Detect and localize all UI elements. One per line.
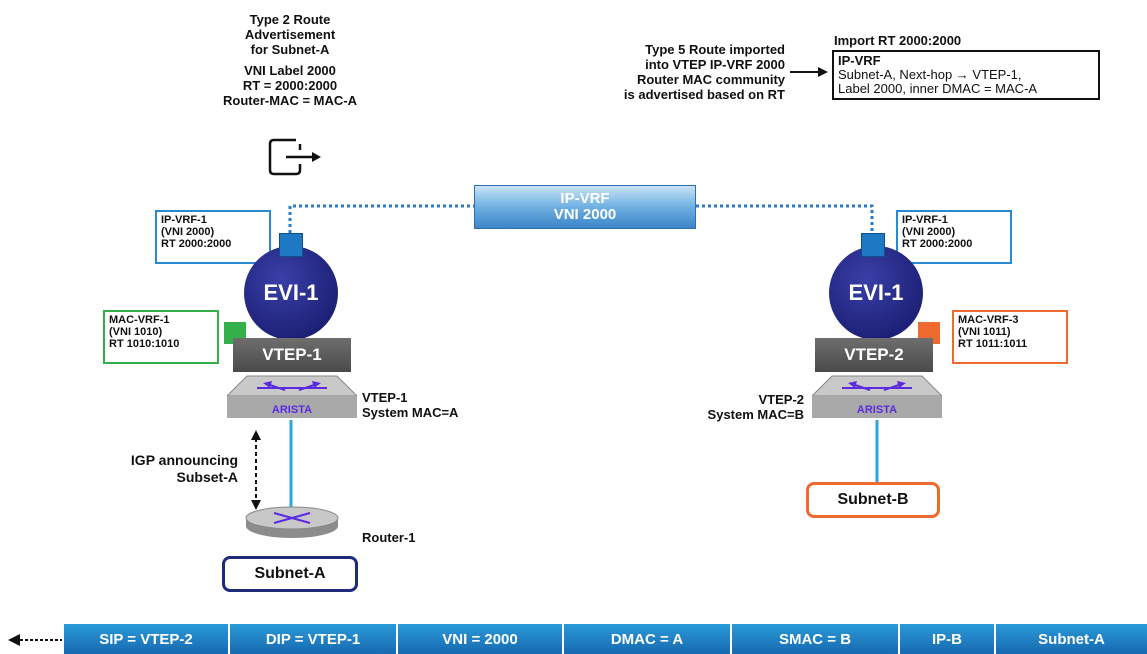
ip-vrf-tunnel: IP-VRF VNI 2000 [474, 185, 696, 229]
subnet-b-box: Subnet-B [806, 482, 940, 518]
type2-route-note: Type 2 Route Advertisement for Subnet-A … [200, 12, 380, 108]
import-box-title: IP-VRF [838, 53, 881, 68]
type5-line: is advertised based on RT [623, 87, 785, 102]
type2-line: VNI Label 2000 [244, 63, 336, 78]
right-vtep-block: VTEP-2 [815, 338, 933, 372]
right-ipvrf-line: IP-VRF-1 [902, 214, 948, 226]
right-ipvrf-line: RT 2000:2000 [902, 238, 973, 250]
right-ipvrf-box: IP-VRF-1 (VNI 2000) RT 2000:2000 [896, 210, 1012, 264]
left-macvrf-box: MAC-VRF-1 (VNI 1010) RT 1010:1010 [103, 310, 219, 364]
type2-line: Advertisement [244, 27, 336, 42]
type5-line: into VTEP IP-VRF 2000 [645, 57, 785, 72]
right-macvrf-line: (VNI 1011) [958, 326, 1011, 338]
igp-line: Subset-A [176, 469, 238, 485]
right-ipvrf-square [861, 233, 885, 257]
left-ipvrf-line: IP-VRF-1 [161, 214, 207, 226]
igp-line: IGP announcing [130, 452, 238, 468]
right-arista-label: ARISTA [856, 404, 898, 416]
packet-direction-head [8, 634, 20, 646]
type2-line: Type 2 Route [249, 12, 331, 27]
ip-vrf-tunnel-label: IP-VRF [560, 190, 610, 207]
right-sys-line: System MAC=B [707, 407, 804, 422]
subnet-a-box: Subnet-A [222, 556, 358, 592]
left-vtep-block: VTEP-1 [233, 338, 351, 372]
right-macvrf-box: MAC-VRF-3 (VNI 1011) RT 1011:1011 [952, 310, 1068, 364]
packet-field: VNI = 2000 [396, 624, 562, 654]
right-sys-line: VTEP-2 [758, 392, 804, 407]
left-macvrf-line: RT 1010:1010 [109, 338, 180, 350]
left-arista-label: ARISTA [271, 404, 313, 416]
igp-arrow-down-head [251, 500, 261, 510]
left-sys-line: System MAC=A [362, 405, 459, 420]
type2-line: Router-MAC = MAC-A [223, 93, 357, 108]
router-icon [245, 506, 339, 538]
igp-arrow-up-head [251, 430, 261, 440]
igp-note: IGP announcing Subset-A [100, 452, 238, 486]
left-evi-circle: EVI-1 [244, 246, 338, 340]
right-ipvrf-line: (VNI 2000) [902, 226, 956, 238]
export-icon [268, 138, 321, 176]
right-system-mac: VTEP-2 System MAC=B [672, 392, 804, 422]
right-macvrf-line: RT 1011:1011 [958, 338, 1028, 350]
import-box-line: Subnet-A, Next-hop → VTEP-1, [838, 67, 1022, 82]
packet-field: SIP = VTEP-2 [62, 624, 228, 654]
left-ipvrf-square [279, 233, 303, 257]
left-sys-line: VTEP-1 [362, 390, 408, 405]
type2-line: RT = 2000:2000 [242, 78, 338, 93]
right-evi-circle: EVI-1 [829, 246, 923, 340]
dotted-link-right [696, 204, 874, 233]
import-box-line: Label 2000, inner DMAC = MAC-A [838, 81, 1038, 96]
import-rt-title: Import RT 2000:2000 [834, 33, 962, 48]
type5-line: Router MAC community [636, 72, 785, 87]
packet-field: DIP = VTEP-1 [228, 624, 396, 654]
right-arista-switch: ARISTA [810, 374, 944, 418]
packet-field: IP-B [898, 624, 994, 654]
switch-icon [225, 375, 359, 418]
left-system-mac: VTEP-1 System MAC=A [362, 390, 458, 420]
type5-line: Type 5 Route imported [645, 42, 785, 57]
left-macvrf-line: MAC-VRF-1 [109, 314, 170, 326]
left-ipvrf-box: IP-VRF-1 (VNI 2000) RT 2000:2000 [155, 210, 271, 264]
left-ipvrf-line: RT 2000:2000 [161, 238, 232, 250]
left-macvrf-line: (VNI 1010) [109, 326, 163, 338]
type5-route-note: Type 5 Route imported into VTEP IP-VRF 2… [585, 42, 785, 102]
dotted-link-left [288, 204, 474, 233]
left-arista-switch: ARISTA [225, 374, 359, 418]
import-arrow-head [818, 67, 828, 77]
right-macvrf-line: MAC-VRF-3 [958, 314, 1019, 326]
packet-field: SMAC = B [730, 624, 898, 654]
import-ipvrf-box: IP-VRF Subnet-A, Next-hop → VTEP-1, Labe… [832, 50, 1100, 100]
ip-vrf-tunnel-vni: VNI 2000 [553, 206, 617, 223]
packet-field: Subnet-A [994, 624, 1147, 654]
left-ipvrf-line: (VNI 2000) [161, 226, 215, 238]
switch-icon [810, 375, 944, 418]
type2-line: for Subnet-A [250, 42, 330, 57]
router-label: Router-1 [362, 530, 416, 545]
packet-field: DMAC = A [562, 624, 730, 654]
